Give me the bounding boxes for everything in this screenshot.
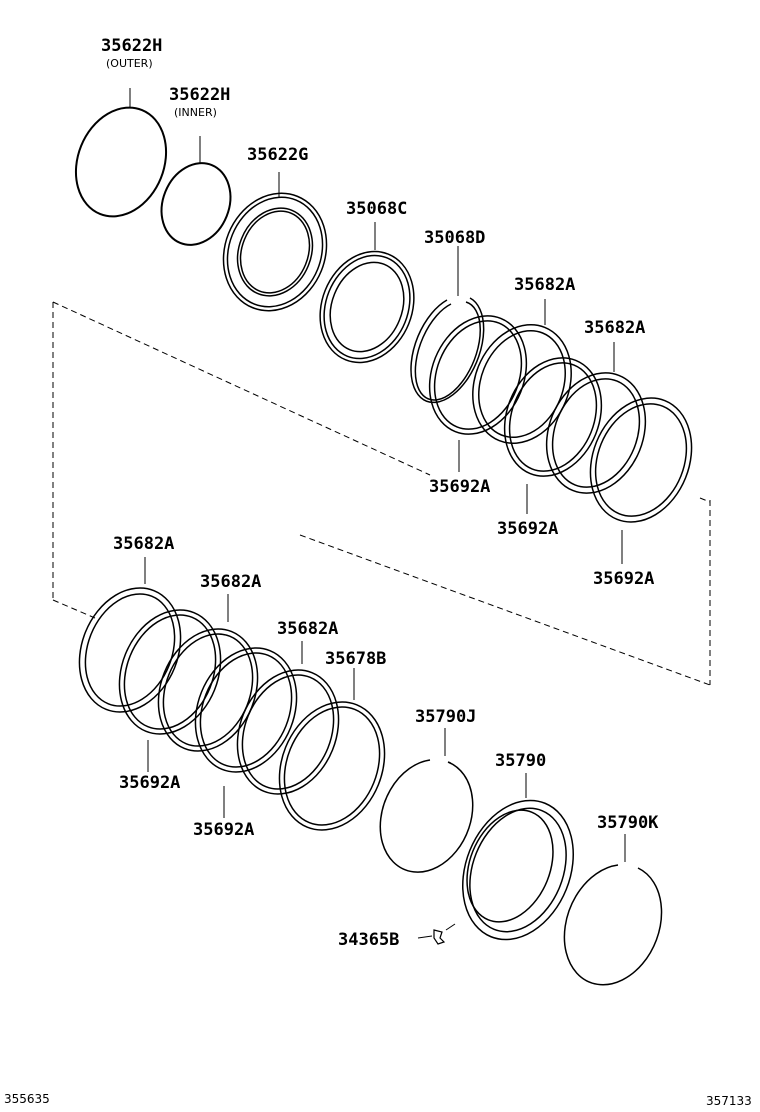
label-35682a-3: 35682A [113, 534, 175, 554]
label-35790: 35790 [495, 751, 547, 771]
label-35622h-outer: 35622H [101, 36, 163, 56]
snap-ring-35790j [379, 728, 474, 873]
label-35068d: 35068D [424, 228, 486, 248]
label-35692a-2: 35692A [497, 519, 559, 539]
footer-left-code: 355635 [4, 1092, 50, 1106]
ball-34365b [417, 923, 456, 945]
label-35682a-2: 35682A [584, 318, 646, 338]
return-spring [319, 222, 415, 364]
label-35678b: 35678B [325, 649, 387, 669]
footer-right-code: 357133 [706, 1094, 752, 1108]
label-35682a-4: 35682A [200, 572, 262, 592]
label-35790k: 35790K [597, 813, 659, 833]
clutch-stack-upper [428, 299, 693, 564]
o-ring-inner [160, 136, 232, 246]
clutch-piston [222, 172, 328, 312]
label-35692a-5: 35692A [193, 820, 255, 840]
note-inner: (INNER) [174, 106, 217, 119]
label-35622g: 35622G [247, 145, 309, 165]
label-35068c: 35068C [346, 199, 408, 219]
label-35692a-1: 35692A [429, 477, 491, 497]
label-35790j: 35790J [415, 707, 477, 727]
reaction-plate-35790 [462, 773, 574, 941]
label-35692a-4: 35692A [119, 773, 181, 793]
snap-ring-35790k [563, 834, 663, 986]
o-ring-outer [74, 88, 168, 218]
note-outer: (OUTER) [106, 57, 153, 70]
label-34365b: 34365B [338, 930, 400, 950]
label-35692a-3: 35692A [593, 569, 655, 589]
label-35682a-1: 35682A [514, 275, 576, 295]
group-outline [52, 301, 711, 686]
clutch-stack-lower [78, 557, 386, 831]
label-35622h-inner: 35622H [169, 85, 231, 105]
label-35682a-5: 35682A [277, 619, 339, 639]
